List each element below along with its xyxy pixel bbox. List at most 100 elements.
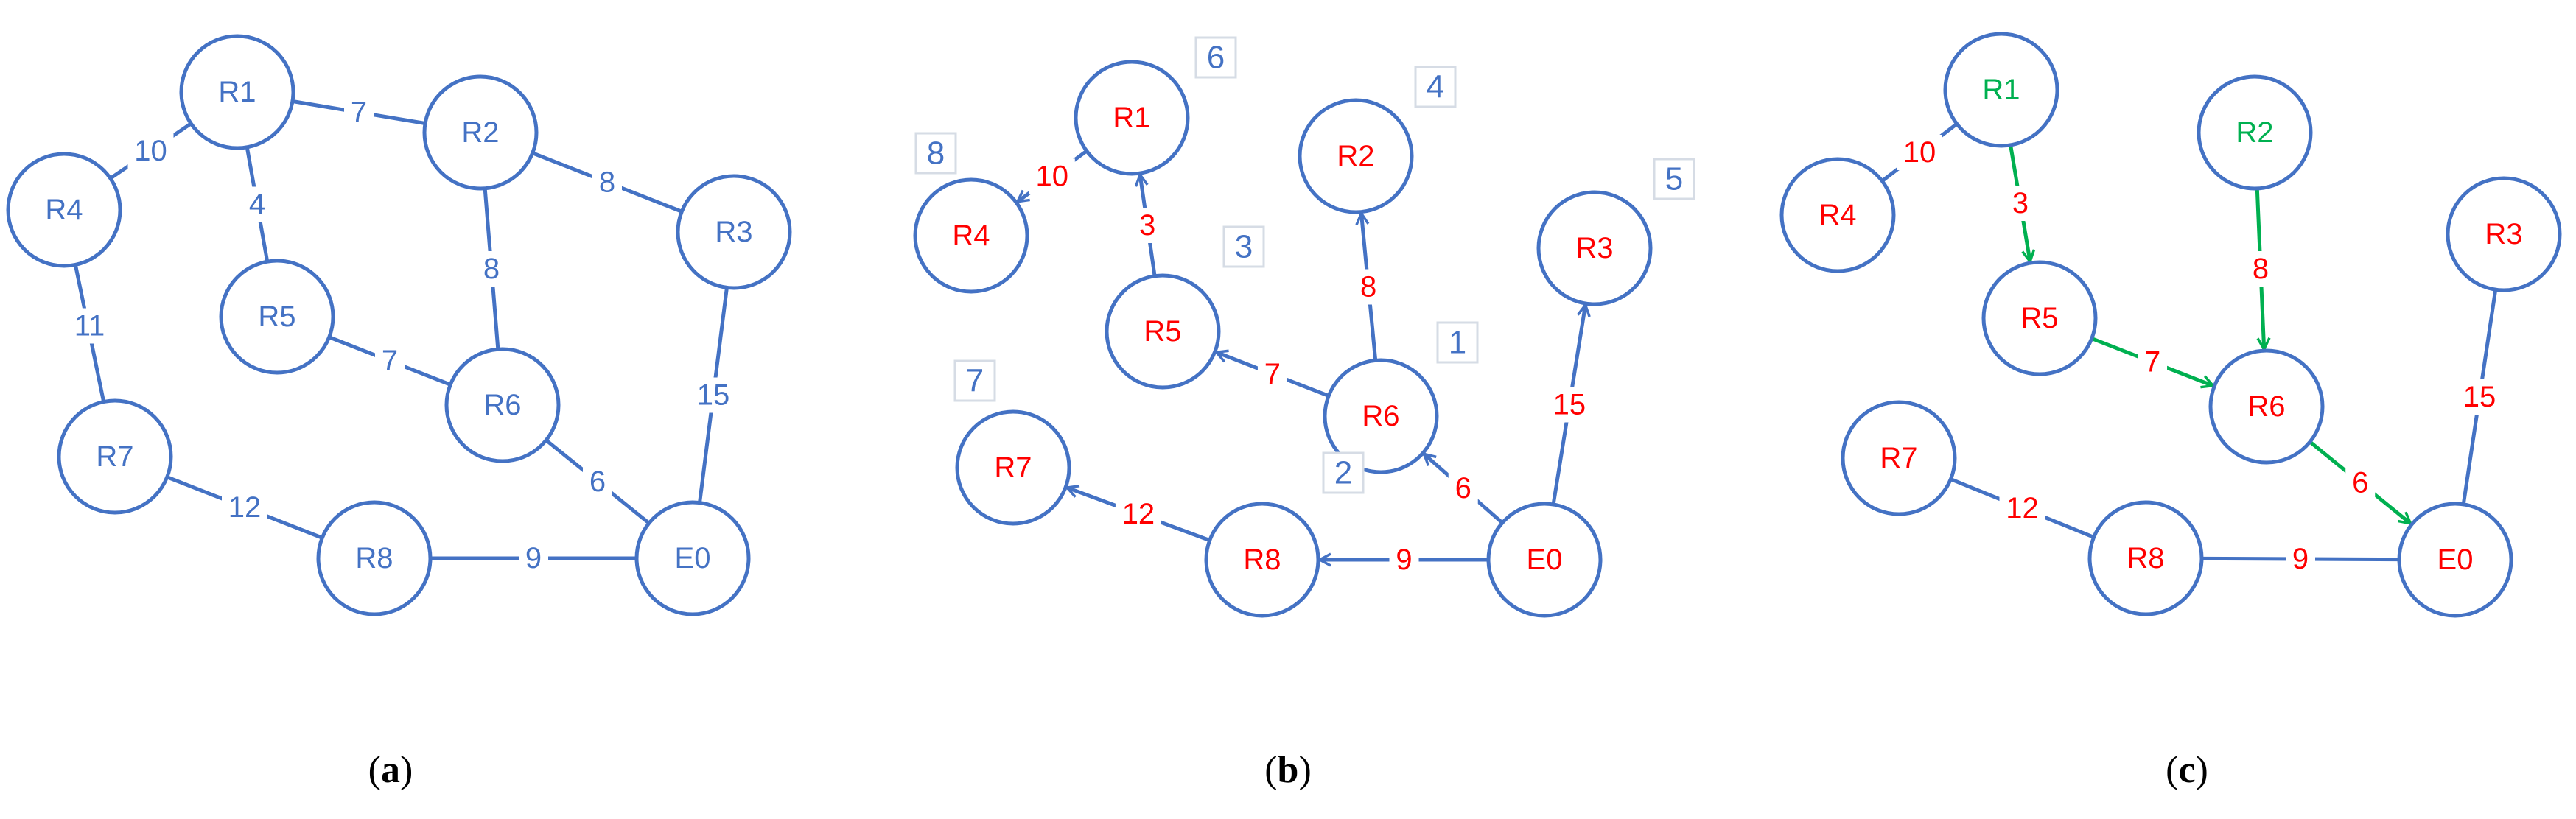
- node-label: E0: [675, 542, 711, 574]
- order-label-r1: 6: [1194, 36, 1237, 79]
- edge-weight-bg: [592, 164, 622, 200]
- order-box: [1222, 225, 1265, 268]
- node-r5: R5: [219, 259, 335, 375]
- order-number: 8: [927, 136, 945, 172]
- node-label: E0: [1527, 544, 1563, 576]
- edge-weight-label: 12: [228, 491, 262, 524]
- node-label: R6: [483, 389, 521, 421]
- order-box: [953, 359, 996, 402]
- node-r5: R5: [1981, 260, 2098, 376]
- edge-weight-label: 7: [351, 96, 367, 129]
- edge-weight-bg: [344, 94, 374, 130]
- node-circle: [179, 34, 295, 150]
- edge-weight-label: 15: [697, 379, 730, 412]
- order-label-r2: 4: [1414, 66, 1457, 108]
- panel-a-caption: (a): [368, 749, 413, 791]
- node-label: R8: [355, 542, 393, 574]
- node-r6: R6: [444, 347, 561, 463]
- node-circle: [2197, 74, 2313, 191]
- node-label: R7: [1880, 442, 1917, 474]
- edge-weight-label: 7: [2144, 346, 2160, 379]
- edge-weight-bg: [1029, 158, 1075, 194]
- node-circle: [2208, 348, 2325, 465]
- edge-weight-label: 6: [1455, 472, 1471, 505]
- node-circle: [2087, 500, 2204, 616]
- node-r5: R5: [1105, 273, 1221, 390]
- edge-weight-bg: [127, 133, 174, 169]
- order-number: 1: [1449, 325, 1466, 361]
- edge-weight-bg: [1546, 387, 1592, 423]
- node-r4: R4: [1779, 157, 1896, 273]
- node-r7: R7: [955, 410, 1071, 526]
- edge-weight-label: 10: [134, 135, 167, 167]
- node-circle: [913, 177, 1029, 294]
- node-r1: R1: [179, 34, 295, 150]
- order-label-r8: 2: [1322, 451, 1365, 494]
- edge-weight-bg: [1999, 491, 2045, 526]
- order-label-r3: 5: [1653, 158, 1695, 200]
- order-number: 7: [966, 363, 984, 399]
- edge-weight-label: 11: [74, 310, 105, 342]
- node-r1: R1: [1074, 60, 1190, 176]
- node-r7: R7: [57, 398, 173, 515]
- node-r3: R3: [2446, 176, 2562, 292]
- node-r3: R3: [1536, 190, 1653, 306]
- node-circle: [2446, 176, 2562, 292]
- node-label: R5: [2020, 302, 2058, 334]
- node-r3: R3: [676, 174, 792, 290]
- node-r4: R4: [913, 177, 1029, 294]
- order-box: [1653, 158, 1695, 200]
- edge-weight-label: 9: [525, 542, 542, 574]
- node-r2: R2: [2197, 74, 2313, 191]
- node-r2: R2: [1298, 98, 1414, 214]
- edge-weight-label: 6: [589, 465, 606, 498]
- node-label: R7: [96, 440, 133, 473]
- node-circle: [1486, 502, 1603, 618]
- edge-weight-bg: [583, 464, 612, 499]
- order-box: [1194, 36, 1237, 79]
- node-r8: R8: [2087, 500, 2204, 616]
- node-circle: [316, 500, 433, 616]
- node-label: R3: [1575, 232, 1613, 264]
- edge-weight-label: 15: [2463, 381, 2496, 413]
- edge-weight-bg: [2457, 379, 2502, 415]
- node-label: R2: [2236, 116, 2273, 149]
- edge-weight-bg: [2286, 541, 2315, 577]
- node-r8: R8: [316, 500, 433, 616]
- node-e0: E0: [2397, 502, 2513, 618]
- edge-weight-label: 7: [382, 345, 398, 377]
- order-label-r6: 1: [1436, 321, 1479, 364]
- edge-weight-bg: [1448, 471, 1478, 507]
- edge-weight-label: 9: [2292, 543, 2309, 575]
- edge-weight-label: 9: [1396, 544, 1412, 576]
- order-number: 3: [1235, 229, 1253, 265]
- node-e0: E0: [634, 500, 751, 616]
- order-number: 6: [1207, 40, 1225, 76]
- node-circle: [955, 410, 1071, 526]
- edge-weight-label: 10: [1036, 160, 1069, 192]
- node-circle: [1298, 98, 1414, 214]
- order-label-r7: 7: [953, 359, 996, 402]
- node-r8: R8: [1204, 502, 1320, 618]
- node-label: R5: [1144, 315, 1181, 348]
- edge-weight-bg: [1133, 207, 1163, 243]
- edge-weight-label: 10: [1903, 136, 1936, 169]
- node-circle: [6, 152, 122, 268]
- edge-weight-bg: [2245, 251, 2275, 287]
- edge-weight-bg: [1115, 496, 1161, 532]
- node-circle: [444, 347, 561, 463]
- node-r2: R2: [422, 74, 539, 191]
- node-label: R6: [2247, 390, 2285, 423]
- edge-weight-label: 8: [1360, 270, 1376, 303]
- edge-weight-label: 12: [1122, 498, 1155, 530]
- edge-weight-bg: [1389, 542, 1419, 577]
- edge-weight-bg: [2345, 465, 2376, 501]
- edge-weight-bg: [222, 490, 267, 525]
- node-label: R6: [1362, 400, 1399, 432]
- order-number: 2: [1334, 455, 1352, 491]
- node-label: R4: [45, 194, 83, 226]
- edge-weight-bg: [519, 541, 548, 576]
- node-circle: [1981, 260, 2098, 376]
